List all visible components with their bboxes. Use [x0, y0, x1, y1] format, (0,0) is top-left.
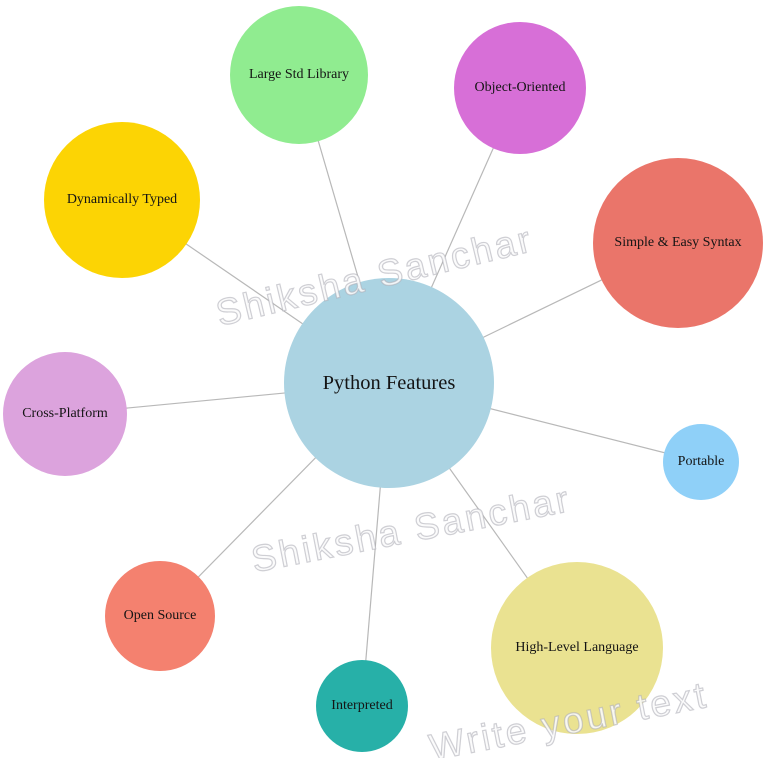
- node-large-std-library: Large Std Library: [230, 6, 368, 144]
- node-label: Dynamically Typed: [66, 192, 178, 207]
- node-open-source: Open Source: [105, 561, 215, 671]
- node-high-level-language: High-Level Language: [491, 562, 663, 734]
- node-label: Interpreted: [331, 698, 393, 713]
- node-interpreted: Interpreted: [316, 660, 408, 752]
- node-label: Simple & Easy Syntax: [614, 235, 742, 250]
- node-label: Open Source: [123, 608, 197, 623]
- node-label: High-Level Language: [515, 640, 639, 655]
- node-cross-platform: Cross-Platform: [3, 352, 127, 476]
- node-label: Portable: [677, 454, 725, 469]
- node-dynamically-typed: Dynamically Typed: [44, 122, 200, 278]
- node-object-oriented: Object-Oriented: [454, 22, 586, 154]
- node-label: Python Features: [322, 371, 456, 394]
- node-label: Large Std Library: [248, 67, 350, 82]
- node-label: Cross-Platform: [22, 406, 108, 421]
- node-label: Object-Oriented: [474, 80, 566, 95]
- node-python-features: Python Features: [284, 278, 494, 488]
- node-simple-easy-syntax: Simple & Easy Syntax: [593, 158, 763, 328]
- node-portable: Portable: [663, 424, 739, 500]
